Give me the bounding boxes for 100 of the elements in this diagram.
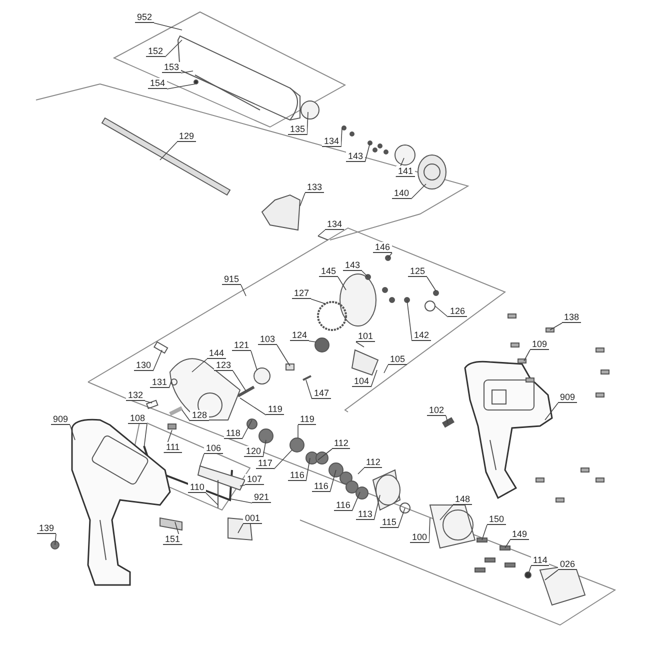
callout-number: 111 <box>164 442 182 453</box>
callout-number: 102 <box>427 405 446 416</box>
callout-number: 105 <box>388 354 408 365</box>
callout-number: 121 <box>232 340 252 351</box>
leader-line <box>276 344 290 366</box>
callout-number: 148 <box>453 494 472 505</box>
callout-number: 001 <box>243 513 262 524</box>
callout-number: 145 <box>319 266 338 277</box>
leader-line <box>338 276 346 290</box>
callout-number: 142 <box>412 330 432 341</box>
callout-number: 123 <box>214 360 234 371</box>
callout-number: 125 <box>408 266 428 277</box>
callout-number: 146 <box>373 242 392 253</box>
callout-number: 127 <box>292 288 312 299</box>
leader-line <box>232 370 246 392</box>
callout-number: 106 <box>204 443 224 454</box>
callout-number: 909 <box>51 414 70 425</box>
leader-line <box>250 350 258 370</box>
leader-line <box>200 454 204 466</box>
leader-line <box>54 534 56 546</box>
leader-line <box>504 540 510 548</box>
callout-number: 143 <box>343 260 362 271</box>
callout-number: 128 <box>190 410 210 421</box>
leader-line <box>318 448 332 460</box>
leader-line <box>364 142 370 162</box>
leader-line <box>230 498 252 504</box>
leader-line <box>274 450 292 470</box>
callout-number: 149 <box>510 529 530 540</box>
leader-line <box>164 430 172 454</box>
callout-number: 026 <box>558 559 578 570</box>
callout-number: 116 <box>312 481 330 492</box>
callout-number: 134 <box>322 136 342 147</box>
callout-number: 103 <box>258 334 278 345</box>
callout-number: 126 <box>448 306 468 317</box>
leader-line <box>544 402 558 420</box>
leader-line <box>374 494 380 520</box>
callout-number: 119 <box>266 404 284 415</box>
callout-number: 152 <box>146 46 166 57</box>
leader-line <box>362 270 368 278</box>
leader-line <box>182 410 190 422</box>
leader-line <box>310 298 326 304</box>
callout-number: 139 <box>37 523 56 534</box>
callout-number: 130 <box>134 360 154 371</box>
leader-line <box>384 364 388 374</box>
leader-line <box>440 504 454 520</box>
leader-line <box>240 398 266 416</box>
leader-line <box>398 508 406 528</box>
callout-number: 116 <box>288 470 306 481</box>
callout-number: 144 <box>207 348 226 359</box>
leader-line <box>144 424 148 448</box>
leader-line <box>238 524 244 534</box>
callout-number: 140 <box>392 188 412 199</box>
leader-line <box>352 492 360 512</box>
leader-line <box>308 340 316 342</box>
callout-number: 116 <box>334 500 352 511</box>
callout-number: 110 <box>188 482 206 493</box>
leader-line <box>524 350 530 362</box>
callout-number: 909 <box>558 392 578 403</box>
leader-line <box>144 400 152 404</box>
leader-line <box>356 342 364 348</box>
leader-line <box>550 322 562 330</box>
leader-line <box>300 192 306 206</box>
callout-number: 107 <box>245 474 264 485</box>
callout-number: 921 <box>252 492 272 503</box>
leader-line <box>446 416 448 424</box>
callout-number: 101 <box>356 331 376 342</box>
callout-number: 100 <box>410 532 430 543</box>
callout-number: 112 <box>332 438 350 449</box>
leader-line <box>242 420 252 440</box>
callout-number: 115 <box>380 517 398 528</box>
callout-number: 131 <box>150 377 170 388</box>
leader-line <box>306 458 310 482</box>
callout-number: 119 <box>298 414 316 425</box>
leader-line <box>192 358 208 372</box>
callout-number: 104 <box>352 376 372 387</box>
leader-line <box>482 524 488 540</box>
callout-number: 108 <box>128 413 148 424</box>
leader-line <box>168 382 172 388</box>
callout-number: 117 <box>256 458 274 469</box>
leader-line <box>358 468 364 474</box>
leader-line <box>206 492 218 506</box>
leader-line <box>180 70 194 74</box>
leader-line <box>370 370 378 388</box>
callout-number: 150 <box>487 514 506 525</box>
leader-line <box>154 22 182 30</box>
leader-line <box>330 470 336 492</box>
leader-line <box>318 230 326 236</box>
callout-number: 134 <box>325 219 344 230</box>
callout-number: 153 <box>162 62 182 73</box>
callout-number: 952 <box>135 12 154 23</box>
callout-number: 132 <box>126 390 146 401</box>
callout-number: 138 <box>562 312 582 323</box>
callout-number: 147 <box>312 388 332 399</box>
leader-line <box>152 350 162 372</box>
callout-number: 135 <box>288 124 308 135</box>
leader-line <box>166 84 196 90</box>
leader-line <box>528 566 532 576</box>
callout-number: 151 <box>163 534 182 545</box>
callout-number: 133 <box>305 182 324 193</box>
leader-line <box>160 142 178 160</box>
